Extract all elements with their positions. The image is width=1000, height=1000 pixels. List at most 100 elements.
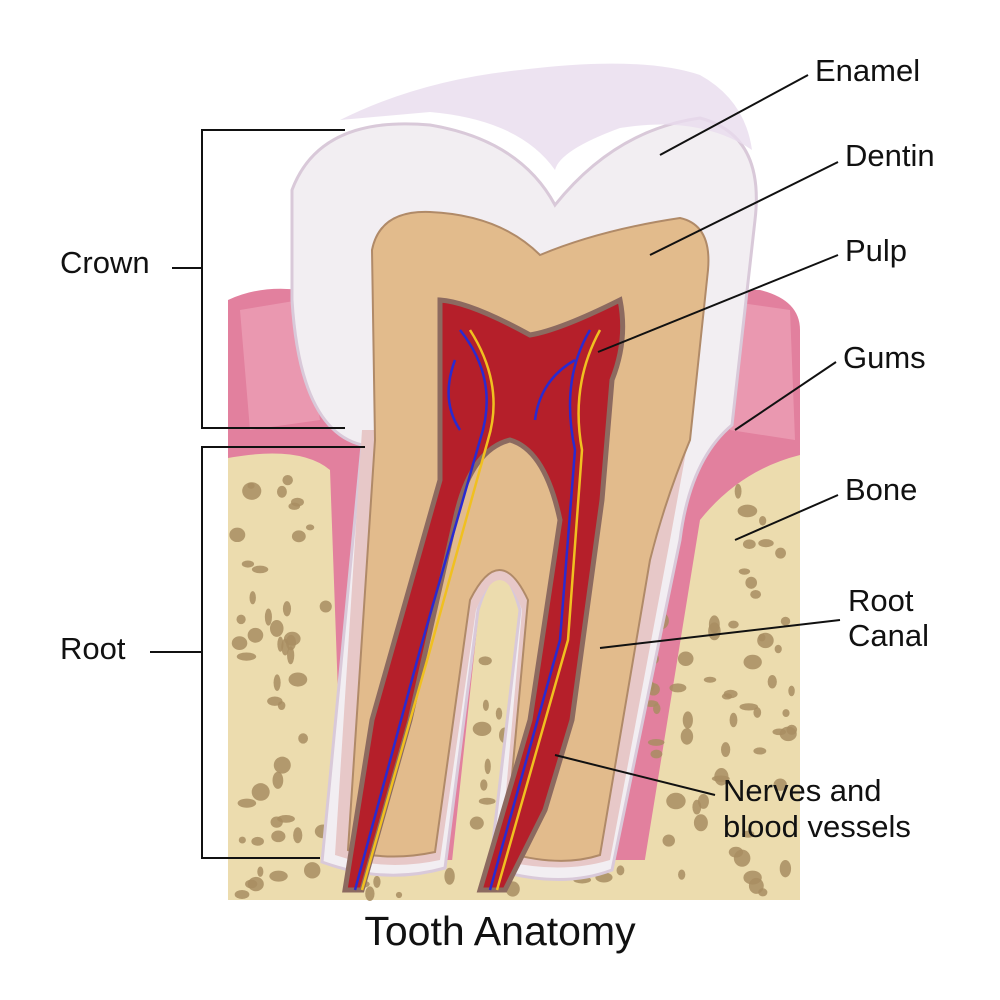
bone-pore xyxy=(478,797,496,805)
bone-pore xyxy=(742,830,755,838)
bone-pore xyxy=(666,792,686,810)
bone-pore xyxy=(650,749,663,759)
bone-pore xyxy=(708,615,720,634)
label-bone: Bone xyxy=(845,472,918,507)
bone-pore xyxy=(738,568,751,575)
label-pulp: Pulp xyxy=(845,233,908,268)
bone-pore xyxy=(753,707,762,718)
bone-pore xyxy=(743,654,762,670)
bone-pores xyxy=(229,474,798,902)
bone-pore xyxy=(444,867,455,885)
bone-pore xyxy=(669,683,687,693)
bone-pore xyxy=(692,799,702,815)
bone-pore xyxy=(734,483,742,499)
pulp xyxy=(342,296,626,893)
bone-pore xyxy=(264,608,272,626)
bone-pore xyxy=(236,614,246,625)
bone-pore xyxy=(305,524,315,531)
bone-pore xyxy=(733,849,751,867)
bone-pore xyxy=(774,644,782,654)
bone-pore xyxy=(319,600,332,613)
bone-pore xyxy=(277,815,295,823)
bone-pore xyxy=(780,616,791,626)
bone-pore xyxy=(739,703,759,711)
bone-pore xyxy=(273,756,291,774)
bone-pore xyxy=(281,638,290,656)
bone-pore xyxy=(478,656,492,666)
bone-pore xyxy=(288,502,301,510)
bone-pore xyxy=(229,527,246,543)
leader-lines xyxy=(554,74,841,796)
bone-pore xyxy=(480,779,488,791)
bone-pore xyxy=(267,696,283,706)
bone-pore xyxy=(472,721,492,736)
label-crown: Crown xyxy=(60,245,150,280)
bone-pore xyxy=(788,685,795,697)
bone-pore xyxy=(247,482,255,489)
label-nerves-2: blood vessels xyxy=(723,809,911,844)
bone-pore xyxy=(758,539,774,548)
bone-pore xyxy=(745,576,758,589)
bone-pore xyxy=(703,676,717,683)
bone-pore xyxy=(682,711,693,729)
bone-pore xyxy=(693,814,708,832)
bone-pore xyxy=(728,620,739,629)
bone-pore xyxy=(298,733,308,744)
bone-pore xyxy=(373,875,381,888)
bone-pore xyxy=(772,728,787,736)
bone-pore xyxy=(251,836,264,846)
bone-pore xyxy=(482,699,489,711)
root-bracket xyxy=(150,446,365,859)
label-root-canal-2: Canal xyxy=(848,618,929,653)
bone-pore xyxy=(779,859,792,878)
bone-pore xyxy=(786,724,798,735)
bone-pore xyxy=(737,504,758,518)
bone-pore xyxy=(767,674,777,689)
bone-pore xyxy=(238,836,246,844)
nerves-and-vessels xyxy=(353,329,602,891)
bone-pore xyxy=(714,768,729,786)
bone-pore xyxy=(782,709,790,718)
label-root: Root xyxy=(60,631,126,666)
bone-pore xyxy=(282,474,293,486)
bone-pore xyxy=(677,651,694,666)
bone-pore xyxy=(288,672,308,687)
bone-pore xyxy=(272,771,284,789)
diagram-title: Tooth Anatomy xyxy=(364,908,636,954)
bone-pore xyxy=(271,830,286,843)
bone-pore xyxy=(249,591,256,605)
bone-pore xyxy=(729,712,738,728)
bone-pore xyxy=(251,565,269,574)
bone-pore xyxy=(247,876,264,892)
bone-pore xyxy=(236,652,257,661)
bone-pore xyxy=(773,778,787,791)
bone-pore xyxy=(291,530,306,543)
bone-pore xyxy=(273,674,281,691)
bone-pore xyxy=(276,485,287,498)
bone-pore xyxy=(257,866,264,877)
bone-pore xyxy=(282,601,292,617)
bone-pore xyxy=(662,834,675,847)
bone-pore xyxy=(269,870,288,882)
bone-pore xyxy=(723,689,738,699)
bone-pore xyxy=(616,865,625,876)
bone-pore xyxy=(251,783,270,801)
bone-pore xyxy=(758,888,768,897)
bone-pore xyxy=(293,827,303,844)
bone-pore xyxy=(269,619,284,637)
bone-pore xyxy=(287,646,295,665)
bone-pore xyxy=(721,742,731,758)
bone-pore xyxy=(647,739,665,746)
bone-pore xyxy=(758,633,766,642)
crown-bracket xyxy=(172,129,345,429)
label-gums: Gums xyxy=(843,340,926,375)
bone-pore xyxy=(753,747,767,755)
bone-pore xyxy=(750,590,762,599)
bone-pore xyxy=(742,539,756,550)
bone-pore xyxy=(678,869,686,880)
bone-pore xyxy=(680,728,694,745)
bone-pore xyxy=(247,627,264,643)
bone-pore xyxy=(242,482,262,500)
